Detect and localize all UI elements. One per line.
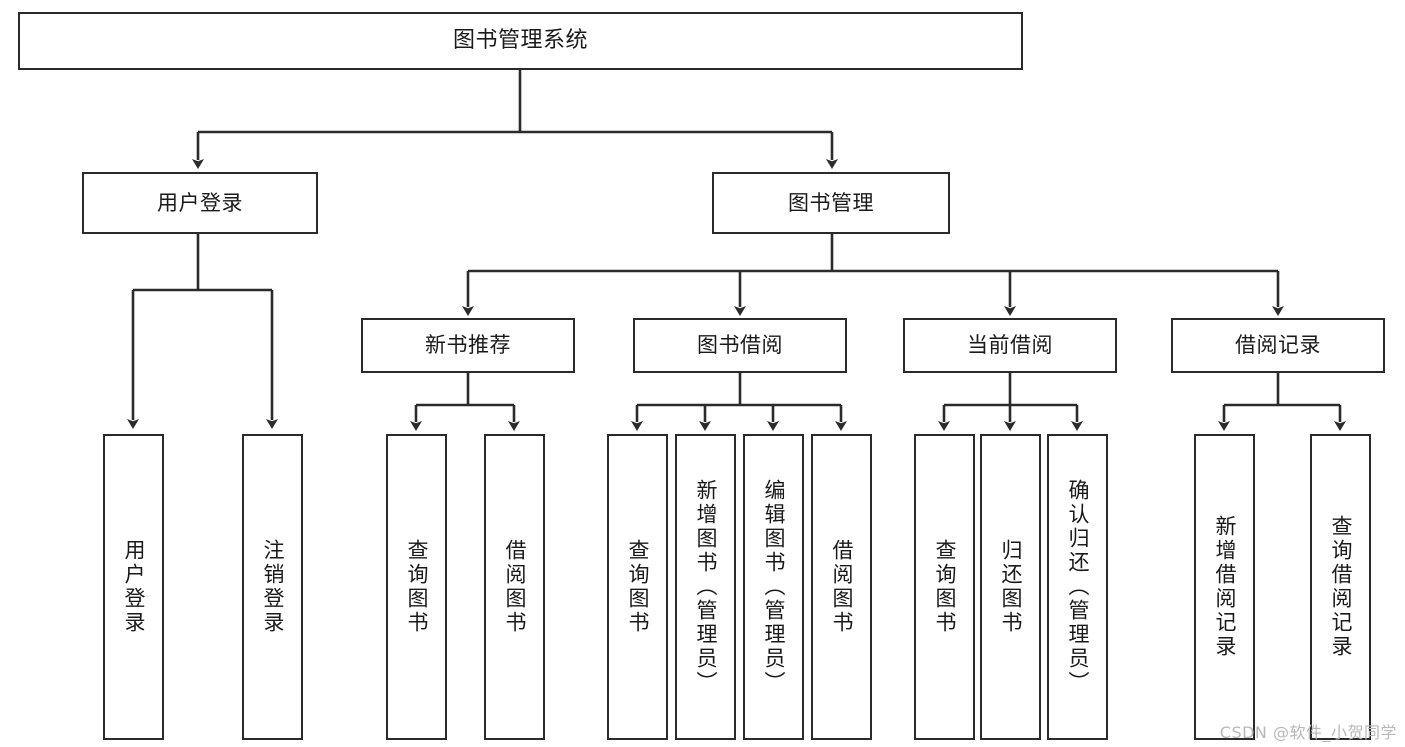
node-label: 确认归还（管理员） (1066, 479, 1090, 695)
leaf-edit-book-admin[interactable]: 编辑图书（管理员） (743, 434, 804, 740)
node-book-management[interactable]: 图书管理 (712, 172, 950, 234)
leaf-query-books-current[interactable]: 查询图书 (914, 434, 975, 740)
node-label: 图书管理系统 (452, 28, 588, 54)
node-label: 编辑图书（管理员） (762, 479, 786, 695)
node-label: 归还图书 (999, 539, 1023, 635)
leaf-confirm-return-admin[interactable]: 确认归还（管理员） (1047, 434, 1108, 740)
node-borrow-records[interactable]: 借阅记录 (1171, 318, 1385, 373)
node-label: 查询图书 (405, 539, 429, 635)
node-label: 新增借阅记录 (1213, 515, 1237, 659)
leaf-return-books[interactable]: 归还图书 (980, 434, 1041, 740)
node-current-borrow[interactable]: 当前借阅 (903, 318, 1117, 373)
node-label: 借阅图书 (830, 539, 854, 635)
leaf-add-book-admin[interactable]: 新增图书（管理员） (675, 434, 736, 740)
node-user-login[interactable]: 用户登录 (82, 172, 318, 234)
node-new-book-recommend[interactable]: 新书推荐 (361, 318, 575, 373)
node-label: 新书推荐 (425, 333, 511, 358)
node-label: 查询借阅记录 (1329, 515, 1353, 659)
watermark-text: CSDN @软件_小贺同学 (1219, 723, 1397, 742)
node-label: 借阅记录 (1235, 333, 1321, 358)
node-label: 注销登录 (261, 539, 285, 635)
leaf-borrow-books-new[interactable]: 借阅图书 (484, 434, 545, 740)
node-label: 借阅图书 (503, 539, 527, 635)
leaf-borrow-books[interactable]: 借阅图书 (811, 434, 872, 740)
node-label: 查询图书 (626, 539, 650, 635)
node-label: 查询图书 (933, 539, 957, 635)
leaf-query-borrow-record[interactable]: 查询借阅记录 (1310, 434, 1371, 740)
node-root-book-management-system[interactable]: 图书管理系统 (18, 12, 1023, 70)
node-label: 新增图书（管理员） (694, 479, 718, 695)
node-label: 图书借阅 (697, 333, 783, 358)
node-label: 用户登录 (122, 539, 146, 635)
node-label: 用户登录 (157, 190, 243, 215)
leaf-logout[interactable]: 注销登录 (242, 434, 303, 740)
node-label: 当前借阅 (967, 333, 1053, 358)
leaf-query-books-borrow[interactable]: 查询图书 (607, 434, 668, 740)
leaf-query-books-new[interactable]: 查询图书 (386, 434, 447, 740)
leaf-user-login[interactable]: 用户登录 (103, 434, 164, 740)
leaf-add-borrow-record[interactable]: 新增借阅记录 (1194, 434, 1255, 740)
node-book-borrow[interactable]: 图书借阅 (633, 318, 847, 373)
node-label: 图书管理 (788, 190, 874, 215)
